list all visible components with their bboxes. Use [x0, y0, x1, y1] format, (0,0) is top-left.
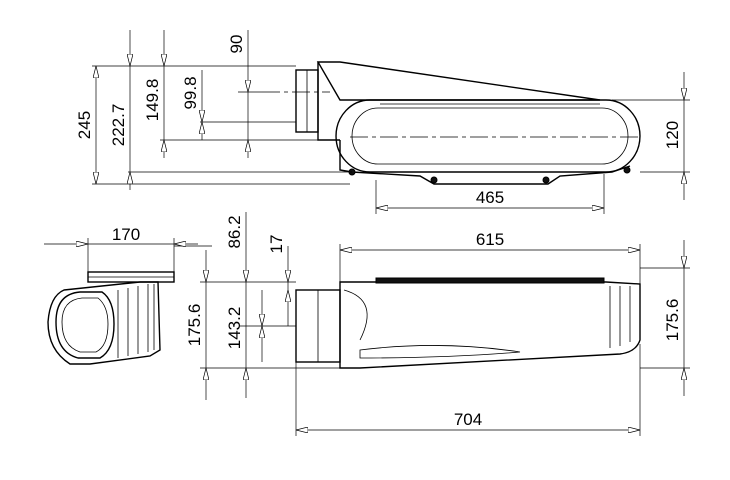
dim-86-2: 86.2 [225, 215, 244, 248]
side-view: 175.6 86.2 143.2 17 175.6 615 704 [185, 212, 690, 436]
mount-hole-icon [430, 176, 438, 184]
dim-17: 17 [267, 235, 286, 254]
mount-hole-icon [623, 166, 631, 174]
dim-120: 120 [663, 121, 682, 149]
dim-245: 245 [75, 111, 94, 139]
dim-170: 170 [112, 225, 140, 244]
dim-615: 615 [476, 230, 504, 249]
dim-175-6-left: 175.6 [185, 304, 204, 347]
top-view: 245 222.7 149.8 99.8 90 120 465 [75, 30, 690, 214]
mount-hole-icon [542, 176, 550, 184]
end-view: 170 [44, 225, 212, 365]
dim-704: 704 [454, 410, 482, 429]
dim-175-6-right: 175.6 [663, 299, 682, 342]
dim-222-7: 222.7 [109, 104, 128, 147]
dim-143-2: 143.2 [225, 307, 244, 350]
dim-99-8: 99.8 [181, 76, 200, 109]
dim-465: 465 [476, 188, 504, 207]
dim-90: 90 [227, 35, 246, 54]
dim-149-8: 149.8 [143, 79, 162, 122]
